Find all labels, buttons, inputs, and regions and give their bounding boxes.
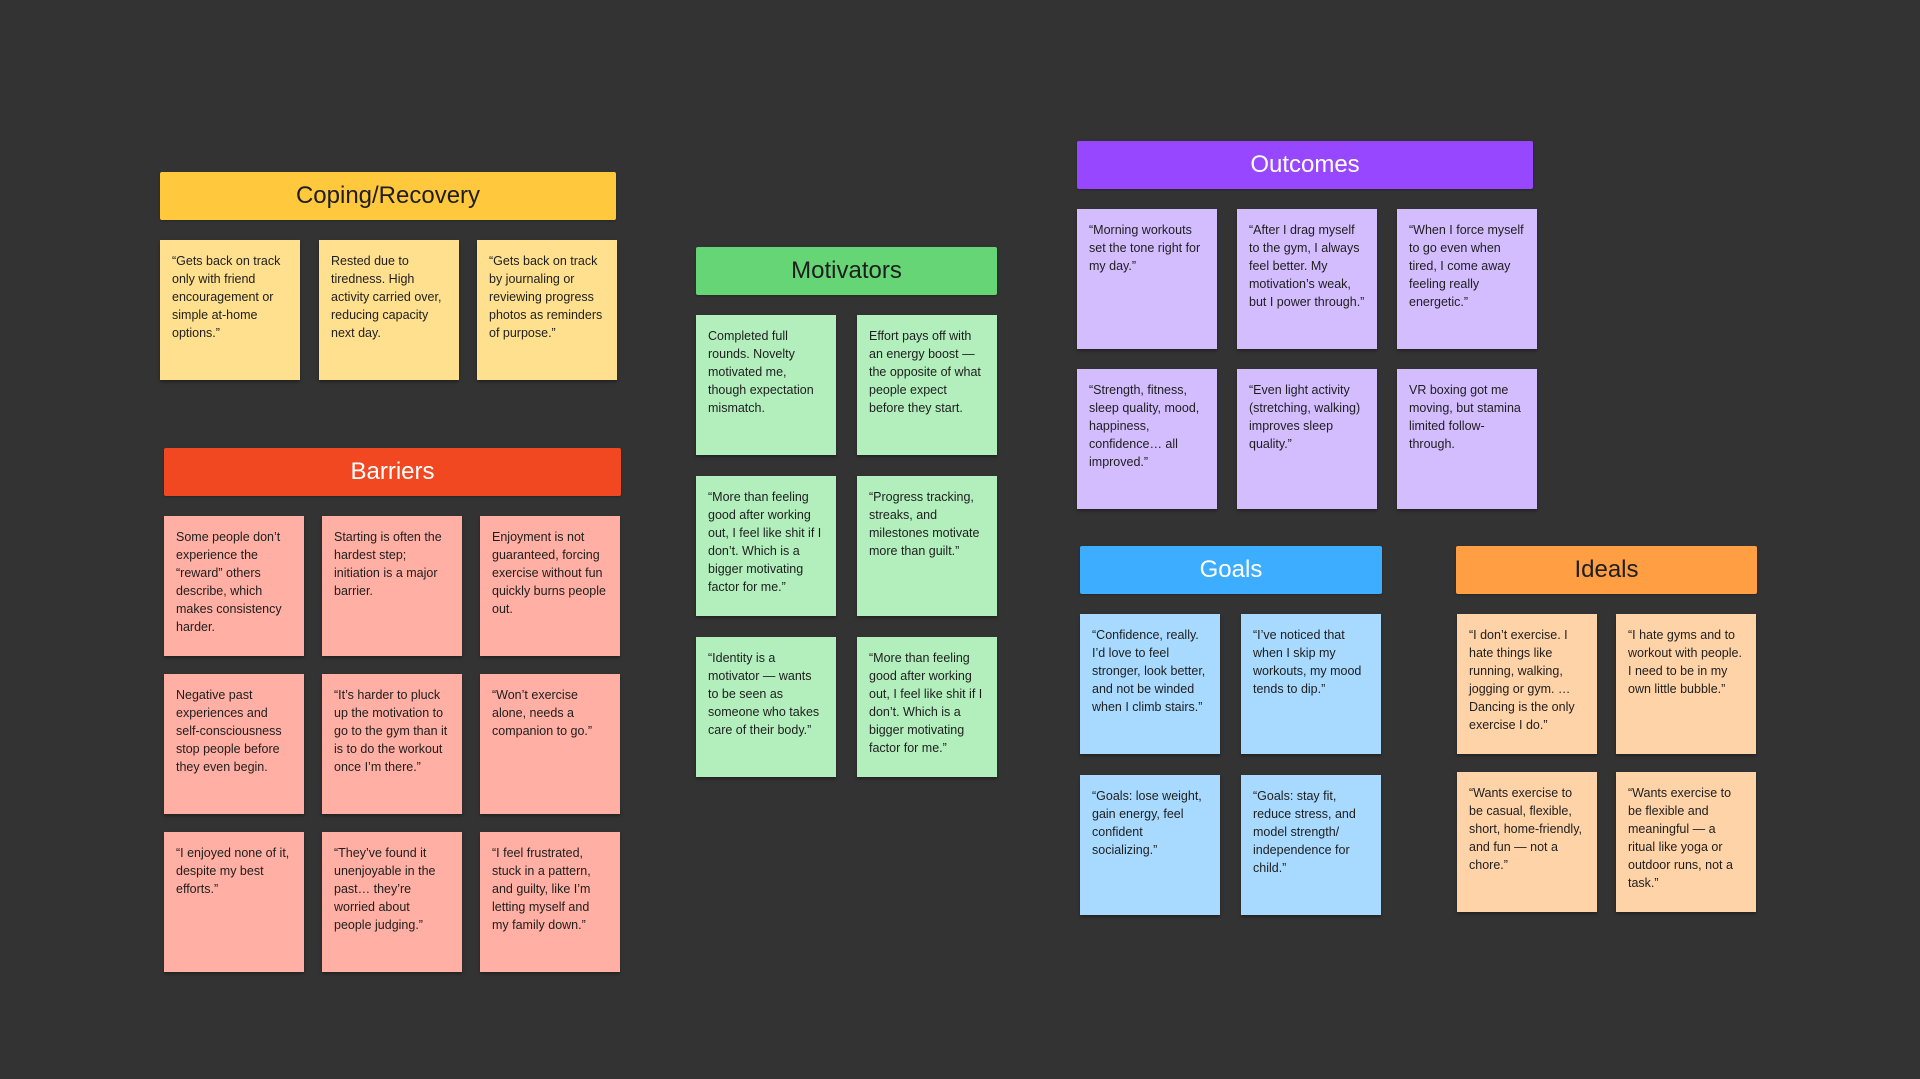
ideals-note[interactable]: “Wants exercise to be flexible and meani… <box>1616 772 1756 912</box>
motivators-note[interactable]: Effort pays off with an energy boost — t… <box>857 315 997 455</box>
coping-note[interactable]: “Gets back on track only with friend enc… <box>160 240 300 380</box>
barriers-note[interactable]: “Won’t exercise alone, needs a companion… <box>480 674 620 814</box>
motivators-note[interactable]: “More than feeling good after working ou… <box>857 637 997 777</box>
ideals-note[interactable]: “Wants exercise to be casual, flexible, … <box>1457 772 1597 912</box>
motivators-note[interactable]: “Progress tracking, streaks, and milesto… <box>857 476 997 616</box>
outcomes-note[interactable]: “Strength, fitness, sleep quality, mood,… <box>1077 369 1217 509</box>
outcomes-note[interactable]: “Even light activity (stretching, walkin… <box>1237 369 1377 509</box>
motivators-note[interactable]: “Identity is a motivator — wants to be s… <box>696 637 836 777</box>
outcomes-note[interactable]: “After I drag myself to the gym, I alway… <box>1237 209 1377 349</box>
barriers-note[interactable]: Starting is often the hardest step; init… <box>322 516 462 656</box>
ideals-note[interactable]: “I don’t exercise. I hate things like ru… <box>1457 614 1597 754</box>
barriers-header[interactable]: Barriers <box>164 448 621 496</box>
barriers-note[interactable]: “I enjoyed none of it, despite my best e… <box>164 832 304 972</box>
goals-note[interactable]: “Goals: stay fit, reduce stress, and mod… <box>1241 775 1381 915</box>
ideals-note[interactable]: “I hate gyms and to workout with people.… <box>1616 614 1756 754</box>
motivators-note[interactable]: “More than feeling good after working ou… <box>696 476 836 616</box>
goals-header[interactable]: Goals <box>1080 546 1382 594</box>
barriers-note[interactable]: Enjoyment is not guaranteed, forcing exe… <box>480 516 620 656</box>
outcomes-note[interactable]: “When I force myself to go even when tir… <box>1397 209 1537 349</box>
motivators-note[interactable]: Completed full rounds. Novelty motivated… <box>696 315 836 455</box>
goals-note[interactable]: “Goals: lose weight, gain energy, feel c… <box>1080 775 1220 915</box>
coping-note[interactable]: “Gets back on track by journaling or rev… <box>477 240 617 380</box>
ideals-header[interactable]: Ideals <box>1456 546 1757 594</box>
outcomes-header[interactable]: Outcomes <box>1077 141 1533 189</box>
coping-note[interactable]: Rested due to tiredness. High activity c… <box>319 240 459 380</box>
motivators-header[interactable]: Motivators <box>696 247 997 295</box>
coping-recovery-header[interactable]: Coping/Recovery <box>160 172 616 220</box>
outcomes-note[interactable]: “Morning workouts set the tone right for… <box>1077 209 1217 349</box>
barriers-note[interactable]: “I feel frustrated, stuck in a pattern, … <box>480 832 620 972</box>
barriers-note[interactable]: “It’s harder to pluck up the motivation … <box>322 674 462 814</box>
barriers-note[interactable]: “They’ve found it unenjoyable in the pas… <box>322 832 462 972</box>
goals-note[interactable]: “Confidence, really. I’d love to feel st… <box>1080 614 1220 754</box>
goals-note[interactable]: “I’ve noticed that when I skip my workou… <box>1241 614 1381 754</box>
barriers-note[interactable]: Negative past experiences and self-consc… <box>164 674 304 814</box>
outcomes-note[interactable]: VR boxing got me moving, but stamina lim… <box>1397 369 1537 509</box>
barriers-note[interactable]: Some people don’t experience the “reward… <box>164 516 304 656</box>
